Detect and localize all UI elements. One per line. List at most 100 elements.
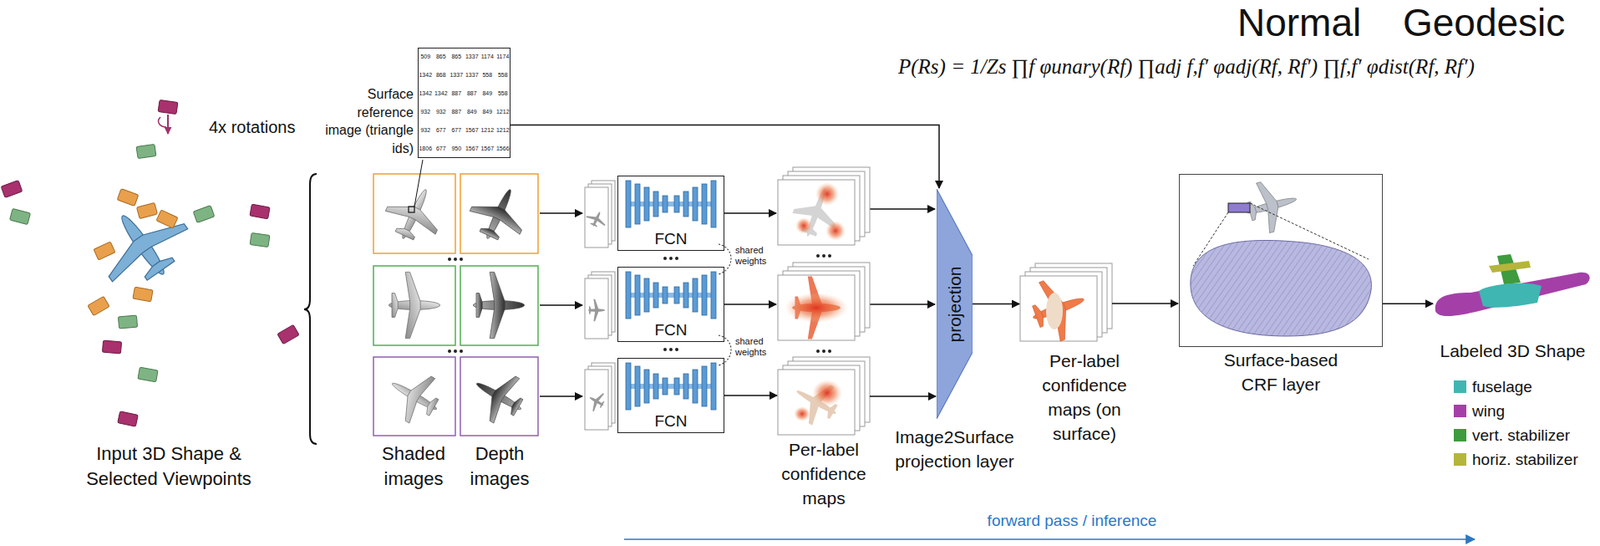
triangle-id: 865 xyxy=(448,47,465,67)
triangle-id: 865 xyxy=(433,47,450,67)
crf-formula: P(Rs) = 1/Zs ∏f φunary(Rf) ∏adj f,f′ φad… xyxy=(898,55,1475,79)
illustration-part xyxy=(584,207,610,231)
legend-entry: fuselage xyxy=(1453,377,1533,397)
network-name: FCN xyxy=(654,412,687,431)
illustration-part xyxy=(0,180,22,199)
illustration-part xyxy=(815,182,839,206)
illustration-part xyxy=(373,356,456,436)
network-name: FCN xyxy=(654,230,687,249)
triangle-id: 887 xyxy=(448,102,465,122)
triangle-id: 1567 xyxy=(464,121,481,140)
surface-confidence-maps xyxy=(1020,263,1113,347)
illustration-part xyxy=(793,406,811,422)
crf-caption: Surface-based CRF layer xyxy=(1218,348,1344,397)
illustration-part xyxy=(1478,283,1542,308)
triangle-id: 558 xyxy=(495,84,512,103)
triangle-id: 1342 xyxy=(417,84,434,103)
illustration-part xyxy=(718,335,732,366)
network-name: FCN xyxy=(654,321,687,340)
rotation-arrow xyxy=(167,114,169,134)
illustration-part xyxy=(277,324,300,344)
illustration-part xyxy=(10,208,31,224)
rotation-note: 4x rotations xyxy=(208,117,295,138)
illustration-part xyxy=(669,256,673,260)
illustration-part xyxy=(718,243,732,275)
illustration-part xyxy=(625,180,717,228)
illustration-part xyxy=(822,349,826,353)
triangle-id: 849 xyxy=(479,102,496,122)
triangle-id: 1337 xyxy=(464,66,481,85)
flow-arrow xyxy=(869,395,936,397)
figure-caption: Input 3D Shape & Selected Viewpoints xyxy=(72,441,265,491)
illustration-part xyxy=(460,265,539,346)
triangle-id: 1342 xyxy=(417,66,434,85)
illustration-part xyxy=(117,411,138,427)
illustration-part xyxy=(816,349,820,353)
illustration-part xyxy=(663,347,667,351)
legend-swatch xyxy=(1453,404,1467,417)
network-box: FCN xyxy=(617,266,725,342)
illustration-part xyxy=(584,271,615,339)
shape-caption: Labeled 3D Shape xyxy=(1440,339,1586,364)
illustration-part xyxy=(816,253,820,258)
illustration-part xyxy=(87,295,110,315)
triangle-id: 1342 xyxy=(433,84,450,103)
triangle-id: 1567 xyxy=(464,139,481,158)
illustration-part xyxy=(675,256,679,260)
illustration-part xyxy=(136,144,157,159)
shared-weight-links xyxy=(718,243,732,366)
flow-arrow xyxy=(510,124,940,188)
illustration-part xyxy=(584,388,610,415)
triangle-id: 509 xyxy=(417,47,434,67)
illustration-part xyxy=(116,188,138,207)
illustration-part xyxy=(724,212,777,214)
triangle-id: 887 xyxy=(464,84,481,103)
triangle-id: 1212 xyxy=(495,121,512,140)
legend-swatch xyxy=(1453,452,1467,466)
input-stacks xyxy=(584,180,615,430)
illustration-part xyxy=(463,360,534,432)
illustration-part xyxy=(459,257,463,261)
illustration-part xyxy=(132,286,153,302)
legend-text: wing xyxy=(1472,401,1505,421)
reference-table: Surface reference image (triangle ids) xyxy=(417,47,511,158)
illustration-part xyxy=(85,189,202,301)
column-heading: Normal xyxy=(1237,0,1362,46)
illustration-part xyxy=(795,217,813,234)
flow-note: forward pass / inference xyxy=(987,511,1158,530)
triangle-id: 1174 xyxy=(479,47,496,67)
illustration-part xyxy=(472,271,524,338)
illustration-part xyxy=(249,203,270,219)
legend-entry: vert. stabilizer xyxy=(1453,426,1570,445)
illustration-part xyxy=(784,292,849,323)
stack-caption: Per-label confidence maps xyxy=(772,437,876,511)
illustration-part xyxy=(137,202,158,219)
layer-name: projection xyxy=(944,265,965,342)
illustration-part xyxy=(785,371,848,433)
legend-text: fuselage xyxy=(1472,377,1533,397)
flow-arrow xyxy=(972,303,1020,305)
illustration-part xyxy=(453,257,458,261)
triangle-id: 558 xyxy=(495,66,512,85)
input-shape-figure xyxy=(0,100,300,427)
network-box: FCN xyxy=(617,175,725,251)
labeled-shape: Labeled 3D Shape xyxy=(1433,249,1592,337)
illustration-part xyxy=(869,208,935,210)
illustration-part xyxy=(1228,203,1250,213)
triangle-id: 677 xyxy=(433,139,450,158)
triangle-id: 1212 xyxy=(495,102,512,122)
illustration-part xyxy=(777,167,870,245)
illustration-part xyxy=(453,349,458,353)
network-box: FCN xyxy=(617,357,725,433)
confidence-maps xyxy=(777,167,870,435)
illustration-part xyxy=(1022,269,1095,347)
forward-pass-arrow xyxy=(624,538,1475,540)
illustration-part xyxy=(156,209,178,229)
trapezoid-shape xyxy=(936,188,973,419)
illustration-part xyxy=(584,362,615,430)
legend-swatch xyxy=(1453,380,1467,393)
confidence-stack: Per-label confidence maps xyxy=(777,356,870,436)
legend-entry: wing xyxy=(1453,401,1505,421)
illustration-part xyxy=(460,173,539,254)
table-caption: Surface reference image (triangle ids) xyxy=(320,85,414,158)
